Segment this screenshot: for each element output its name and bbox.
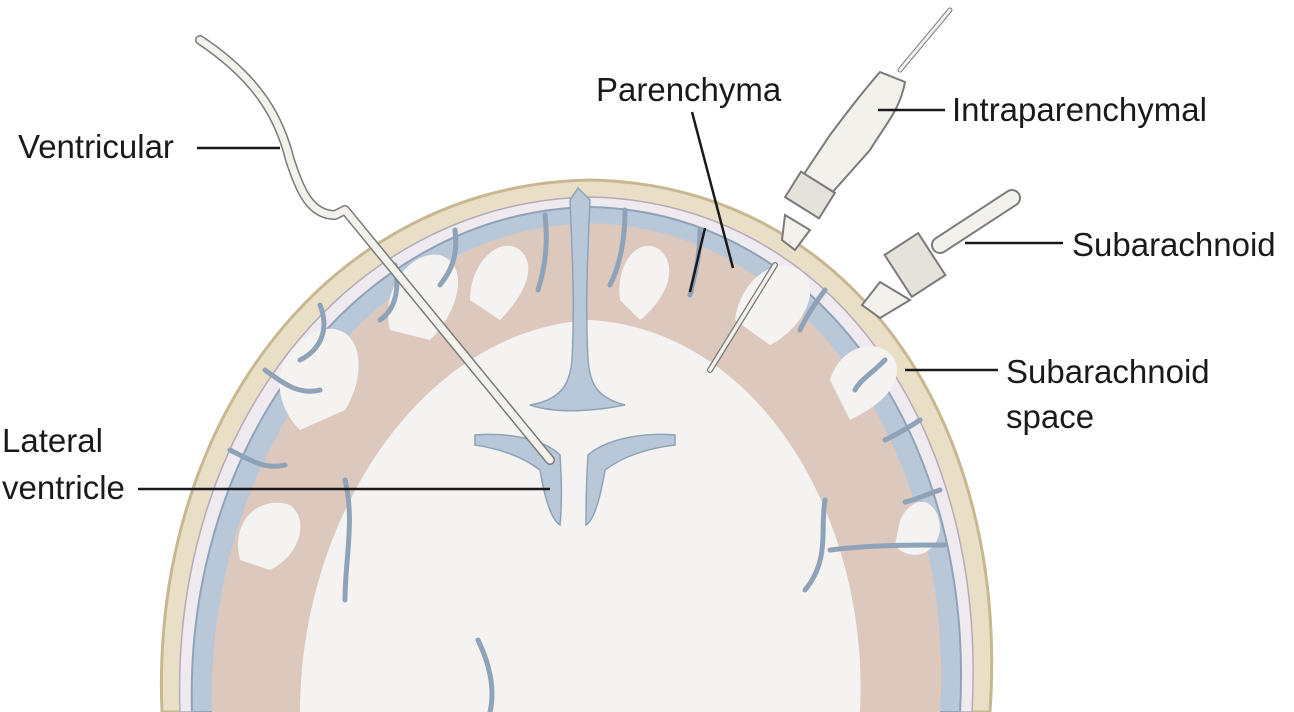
leader-parenchyma-branch — [688, 227, 707, 293]
intraparenchymal-monitor — [707, 7, 953, 373]
ventricular-catheter — [195, 35, 555, 465]
leader-parenchyma — [690, 111, 735, 269]
label-subarachnoid-space-line1: Subarachnoid — [1006, 353, 1210, 390]
leader-lines — [138, 108, 1063, 491]
labels: Ventricular Parenchyma Intraparenchymal … — [2, 71, 1276, 506]
subarachnoid-bolt — [860, 189, 1021, 320]
label-ventricular: Ventricular — [18, 128, 174, 165]
white-matter-gyri — [238, 245, 940, 570]
label-parenchyma: Parenchyma — [596, 71, 782, 108]
sulci — [227, 207, 948, 712]
brain-cross-section — [159, 178, 994, 712]
interhemispheric-fissure — [529, 186, 626, 412]
white-matter — [300, 320, 861, 712]
label-subarachnoid: Subarachnoid — [1072, 226, 1276, 263]
label-subarachnoid-space-line2: space — [1006, 398, 1094, 435]
label-intraparenchymal: Intraparenchymal — [952, 91, 1207, 128]
label-lateral-ventricle-line2: ventricle — [2, 469, 125, 506]
label-lateral-ventricle-line1: Lateral — [2, 422, 103, 459]
